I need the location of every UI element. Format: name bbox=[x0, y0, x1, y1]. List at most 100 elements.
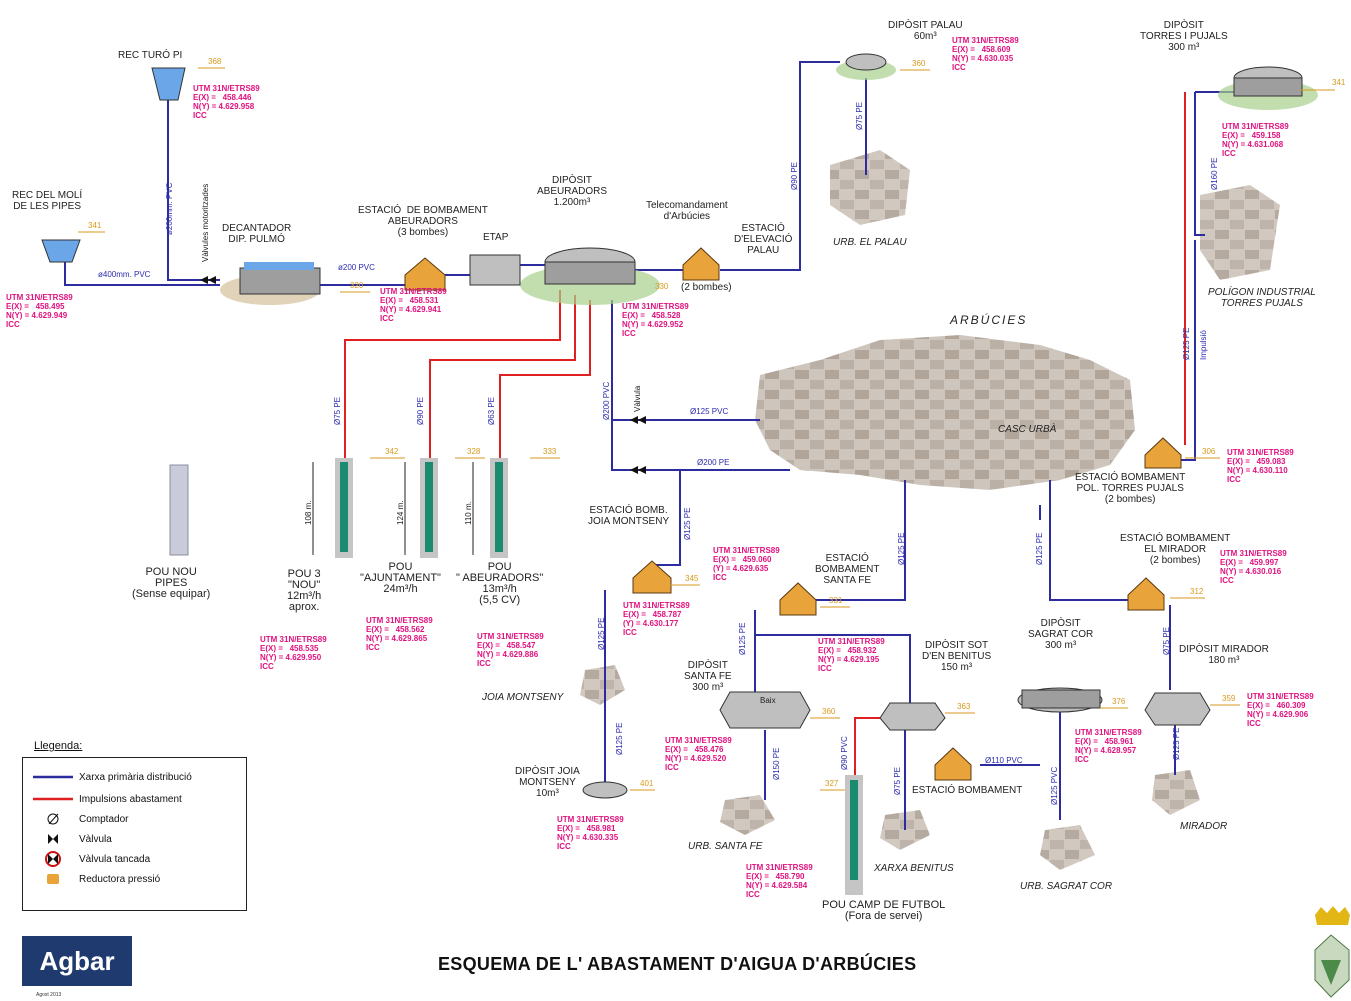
diposit-joia-label: DIPÒSIT JOIA MONTSENY 10m³ bbox=[515, 766, 580, 799]
pou3-label: POU 3 "NOU" 12m³/h aprox. bbox=[287, 568, 322, 613]
pipe-75x: Ø75 PE bbox=[893, 766, 902, 795]
pipe-125torres: Ø125 PE bbox=[1182, 327, 1191, 360]
baix-label: Baix bbox=[760, 696, 776, 705]
legend-label: Xarxa primària distribució bbox=[79, 771, 192, 783]
urbanization-blobs bbox=[580, 150, 1280, 870]
tanks bbox=[41, 53, 1318, 799]
elev-torres-est: 306 bbox=[1202, 447, 1216, 456]
utm-palau: UTM 31N/ETRS89 E(X) = 458.609 N(Y) = 4.6… bbox=[952, 36, 1019, 72]
pipe-125joia-2: Ø125 PE bbox=[597, 617, 606, 650]
town-area bbox=[755, 335, 1135, 490]
pipe-200b: ø200 PVC bbox=[338, 263, 375, 272]
pressure-reducer-icon bbox=[33, 873, 73, 885]
diposit-torres-label: DIPÒSIT TORRES I PUJALS 300 m³ bbox=[1140, 20, 1228, 53]
utm-turo: UTM 31N/ETRS89 E(X) = 458.446 N(Y) = 4.6… bbox=[193, 84, 260, 120]
pipe-75palau: Ø75 PE bbox=[855, 101, 864, 130]
pipe-150: Ø150 PE bbox=[772, 747, 781, 780]
pipe-125joia: Ø125 PE bbox=[683, 507, 692, 540]
xarxa-benitus-label: XARXA BENITUS bbox=[874, 863, 954, 874]
estacio-torres-label: ESTACIÓ BOMBAMENT POL. TORRES PUJALS (2 … bbox=[1075, 472, 1186, 505]
coat-of-arms-icon bbox=[1314, 906, 1350, 998]
diposit-mirador-label: DIPÒSIT MIRADOR 180 m³ bbox=[1179, 644, 1269, 666]
poligon-label: POLÍGON INDUSTRIAL TORRES PUJALS bbox=[1208, 287, 1316, 309]
pipe-63pe: Ø63 PE bbox=[487, 396, 496, 425]
pipe-200pe: Ø200 PE bbox=[697, 458, 730, 467]
elevation-markers bbox=[78, 67, 1335, 791]
decantador-label: DECANTADOR DIP. PULMÓ bbox=[222, 223, 292, 245]
blue-line-icon bbox=[33, 775, 73, 779]
pipe-125a: Ø125 PVC bbox=[690, 407, 729, 416]
urb-sagrat-label: URB. SAGRAT COR bbox=[1020, 881, 1113, 892]
valvules-label: Vàlvules motoritzades bbox=[201, 183, 210, 262]
elev-joia-est: 345 bbox=[685, 574, 699, 583]
utm-mirador-est: UTM 31N/ETRS89 E(X) = 459.997 N(Y) = 4.6… bbox=[1220, 549, 1287, 585]
elev-santafe-est: 331 bbox=[829, 596, 843, 605]
wells bbox=[169, 458, 863, 895]
depth-abeuradors: 110 m. bbox=[464, 501, 473, 525]
utm-sagrat: UTM 31N/ETRS89 E(X) = 458.961 N(Y) = 4.6… bbox=[1075, 728, 1142, 764]
legend-item-impulsion: Impulsions abastament bbox=[33, 792, 182, 806]
utm-moli: UTM 31N/ETRS89 E(X) = 458.495 N(Y) = 4.6… bbox=[6, 293, 73, 329]
elev-abeu: 330 bbox=[655, 282, 669, 291]
pump-stations bbox=[404, 247, 1182, 781]
legend-label: Vàlvula bbox=[79, 833, 112, 845]
pipe-125mid: Ø125 PE bbox=[897, 532, 906, 565]
joia-montseny-label: JOIA MONTSENY bbox=[482, 692, 564, 703]
pou-nou-label: POU NOU PIPES (Sense equipar) bbox=[132, 566, 211, 600]
elev-camp: 327 bbox=[825, 779, 839, 788]
estacio-abeuradors-label: ESTACIÓ DE BOMBAMENT ABEURADORS (3 bombe… bbox=[358, 205, 488, 238]
pipe-200pvcv: Ø200 PVC bbox=[602, 381, 611, 420]
elev-pou-aj: 328 bbox=[467, 447, 481, 456]
utm-ajuntament: UTM 31N/ETRS89 E(X) = 458.562 N(Y) = 4.6… bbox=[366, 616, 433, 652]
legend-label: Comptador bbox=[79, 813, 129, 825]
elev-decant: 320 bbox=[350, 281, 364, 290]
urb-santafe-label: URB. SANTA FE bbox=[688, 841, 763, 852]
pipe-125santafe: Ø125 PE bbox=[738, 622, 747, 655]
utm-diposit-abeuradors: UTM 31N/ETRS89 E(X) = 458.528 N(Y) = 4.6… bbox=[622, 302, 689, 338]
etap-label: ETAP bbox=[483, 232, 509, 243]
elev-mirador-dip: 359 bbox=[1222, 694, 1236, 703]
elev-moli: 341 bbox=[88, 221, 102, 230]
pou-camp-label: POU CAMP DE FUTBOL (Fora de servei) bbox=[822, 899, 946, 922]
utm-joia-est: UTM 31N/ETRS89 E(X) = 458.787 (Y) = 4.63… bbox=[623, 601, 690, 637]
estacio-mirador-label: ESTACIÓ BOMBAMENT EL MIRADOR (2 bombes) bbox=[1120, 533, 1231, 566]
pipe-90palau: Ø90 PE bbox=[790, 161, 799, 190]
estacio-palau-label: ESTACIÓ D'ELEVACIÓ PALAU bbox=[734, 223, 793, 256]
pipe-400: ø400mm. PVC bbox=[98, 270, 151, 279]
closed-valve-icon bbox=[33, 851, 73, 867]
legend-item-valve: Vàlvula bbox=[33, 832, 112, 846]
bombes2-label: (2 bombes) bbox=[681, 282, 732, 293]
legend-item-meter: Comptador bbox=[33, 812, 128, 826]
diposit-palau-label: DIPÒSIT PALAU 60m³ bbox=[888, 20, 963, 42]
utm-mirador-dip: UTM 31N/ETRS89 E(X) = 460.309 N(Y) = 4.6… bbox=[1247, 692, 1314, 728]
utm-sot: UTM 31N/ETRS89 E(X) = 458.932 N(Y) = 4.6… bbox=[818, 637, 885, 673]
utm-joia-dip: UTM 31N/ETRS89 E(X) = 458.981 N(Y) = 4.6… bbox=[557, 815, 624, 851]
diposit-abeuradors-label: DIPÒSIT ABEURADORS 1.200m³ bbox=[537, 175, 608, 208]
page-title: ESQUEMA DE L' ABASTAMENT D'AIGUA D'ARBÚC… bbox=[438, 954, 917, 974]
brand-date: Agost 2013 bbox=[36, 992, 62, 998]
pou-abeuradors-label: POU " ABEURADORS" 13m³/h (5,5 CV) bbox=[456, 561, 544, 606]
elev-santafe-dip: 360 bbox=[822, 707, 836, 716]
estacio-bombament-label: ESTACIÓ BOMBAMENT bbox=[912, 785, 1023, 796]
pipe-200pvc: ø200mm. PVC bbox=[165, 182, 174, 235]
agbar-logo: Agbar bbox=[22, 936, 132, 986]
rec-moli-label: REC DEL MOLÍ DE LES PIPES bbox=[12, 190, 83, 212]
legend-label: Reductora pressió bbox=[79, 873, 161, 885]
elev-torres: 341 bbox=[1332, 78, 1346, 87]
elev-palau: 360 bbox=[912, 59, 926, 68]
mirador-label: MIRADOR bbox=[1180, 821, 1228, 832]
telecomandament-label: Telecomandament d'Arbúcies bbox=[646, 200, 728, 222]
legend: Xarxa primària distribució Impulsions ab… bbox=[22, 757, 247, 911]
utm-abeuradors-pou: UTM 31N/ETRS89 E(X) = 458.547 N(Y) = 4.6… bbox=[477, 632, 544, 668]
pipe-125jd: Ø125 PE bbox=[615, 722, 624, 755]
utm-camp: UTM 31N/ETRS89 E(X) = 458.790 N(Y) = 4.6… bbox=[746, 863, 813, 899]
urb-palau-label: URB. EL PALAU bbox=[833, 237, 907, 248]
valves bbox=[200, 276, 646, 474]
diposit-santafe-label: DIPÒSIT SANTA FE 300 m³ bbox=[684, 660, 732, 693]
utm-estacio-abeuradors: UTM 31N/ETRS89 E(X) = 458.531 N(Y) = 4.6… bbox=[380, 287, 447, 323]
depth-pou3: 108 m. bbox=[304, 500, 313, 525]
pipe-125sagrat: Ø125 PE bbox=[1035, 532, 1044, 565]
arbucies-label: ARBÚCIES bbox=[950, 313, 1028, 327]
